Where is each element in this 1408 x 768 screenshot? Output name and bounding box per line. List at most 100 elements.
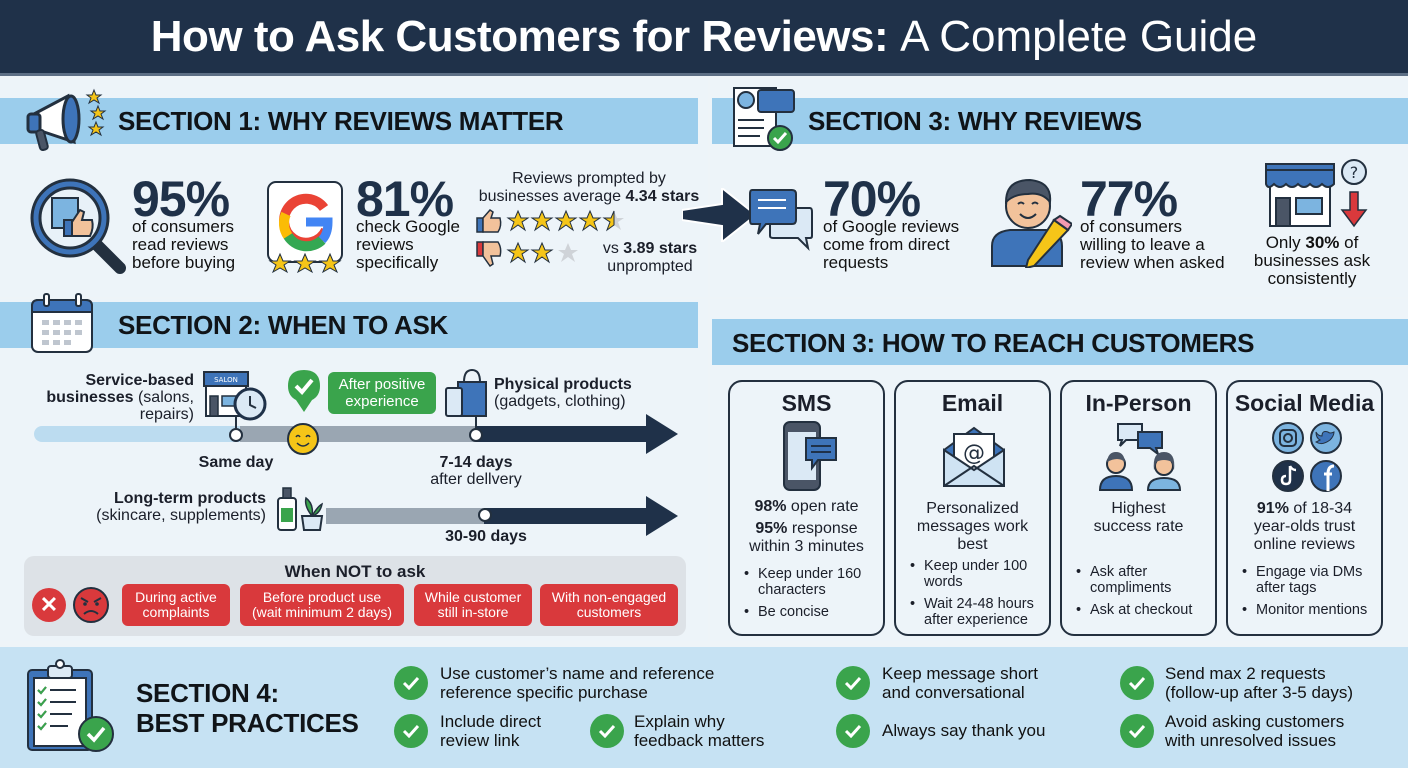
channel-card-in-person: In-Person Highest success rate Ask after…: [1060, 380, 1217, 636]
channel-card-social-media: Social Media 91% of 18-34 year-olds trus…: [1226, 380, 1383, 636]
stat-70-value: 70%: [823, 171, 921, 227]
timeline2-segment-dark: [484, 508, 652, 524]
instagram-icon: [1272, 422, 1304, 454]
phone-chat-icon: [780, 420, 840, 492]
title-bar: How to Ask Customers for Reviews: A Comp…: [0, 0, 1408, 76]
check-circle-icon: [590, 714, 624, 748]
svg-text:@: @: [963, 441, 985, 466]
check-circle-icon: [836, 666, 870, 700]
section1-band: [0, 98, 698, 144]
facebook-icon: [1310, 460, 1342, 492]
timeline1-segment-light: [34, 426, 244, 442]
days-7-14-label: 7-14 days after dellvery: [430, 454, 522, 488]
check-circle-icon: [1120, 714, 1154, 748]
channel-card-sms: SMS 98% open rate 95% response within 3 …: [728, 380, 885, 636]
person-pencil-icon: [990, 172, 1074, 270]
channel-title: In-Person: [1085, 390, 1192, 416]
section3b-band: [712, 319, 1408, 365]
check-pin-icon: [286, 368, 322, 414]
unprompted-caption: vs 3.89 stars unprompted: [602, 240, 698, 275]
tick-7-14: [475, 410, 477, 430]
best-practice-item: Send max 2 requests(follow-up after 3-5 …: [1165, 664, 1354, 702]
bottle-plant-icon: [274, 484, 326, 532]
longterm-label: Long-term products (skincare, supplement…: [96, 490, 266, 524]
angry-face-icon: [72, 586, 110, 624]
storefront-question-down-icon: ?: [1264, 158, 1374, 230]
tick-same-day: [235, 410, 237, 430]
channel-title: SMS: [781, 390, 832, 416]
x-circle-icon: ✕: [32, 588, 66, 622]
clipboard-checklist-icon: [24, 658, 116, 754]
shopping-bag-phone-icon: [444, 368, 490, 418]
social-icons-grid: [1270, 422, 1344, 494]
same-day-label: Same day: [198, 454, 274, 471]
section4-panel: [0, 647, 1408, 768]
smiley-icon: [286, 422, 320, 456]
days-30-90-label: 30-90 days: [445, 528, 527, 545]
envelope-at-icon: @: [942, 426, 1006, 488]
title-bold: How to Ask Customers for Reviews:: [150, 11, 889, 61]
channel-title: Email: [941, 390, 1004, 416]
calendar-icon: [30, 292, 96, 354]
section3a-band: [712, 98, 1408, 144]
check-circle-icon: [394, 666, 428, 700]
timeline1-segment-grey: [240, 426, 480, 442]
google-logo-icon: [266, 180, 352, 276]
stat-81-value: 81%: [356, 171, 454, 227]
section2-band: [0, 302, 698, 348]
channel-title: Social Media: [1234, 390, 1375, 416]
channel-card-email: Email @ Personalized messages work best …: [894, 380, 1051, 636]
salon-clock-icon: SALON: [202, 370, 268, 422]
tiktok-icon: [1272, 460, 1304, 492]
timeline2-segment-grey: [326, 508, 486, 524]
timeline1-segment-dark: [476, 426, 652, 442]
marker-same-day: [229, 428, 243, 442]
profile-document-check-icon: [732, 86, 796, 154]
prompted-stars-row: [476, 208, 636, 236]
marker-30-90: [478, 508, 492, 522]
check-circle-icon: [1120, 666, 1154, 700]
when-not-title: When NOT to ask: [284, 562, 426, 581]
best-practice-item: Always say thank you: [882, 721, 1046, 740]
section4-heading: SECTION 4:BEST PRACTICES: [136, 678, 359, 738]
twitter-icon: [1310, 422, 1342, 454]
arrow-right-icon: [681, 185, 758, 245]
service-label: Service-based businesses (salons, repair…: [46, 372, 194, 423]
when-not-pill: Before product use(wait minimum 2 days): [240, 584, 404, 626]
title-normal: A Complete Guide: [900, 11, 1258, 61]
stat-95-value: 95%: [132, 171, 230, 227]
unprompted-stars-row: [476, 240, 586, 268]
section2-heading: SECTION 2: WHEN TO ASK: [118, 310, 448, 340]
two-people-chat-icon: [1096, 422, 1186, 492]
svg-text:?: ?: [1350, 163, 1359, 182]
rating-caption: Reviews prompted by businesses average 4…: [478, 170, 700, 205]
stat-77-value: 77%: [1080, 171, 1178, 227]
megaphone-icon: [24, 86, 108, 156]
svg-text:SALON: SALON: [214, 376, 238, 384]
section3a-heading: SECTION 3: WHY REVIEWS: [808, 106, 1142, 136]
chat-bubbles-icon: [748, 186, 814, 252]
section1-heading: SECTION 1: WHY REVIEWS MATTER: [118, 106, 564, 136]
physical-label: Physical products (gadgets, clothing): [494, 376, 632, 410]
section3b-heading: SECTION 3: HOW TO REACH CUSTOMERS: [732, 328, 1255, 358]
marker-7-14: [469, 428, 483, 442]
timeline1-arrowhead: [646, 414, 678, 454]
magnifier-thumbs-up-icon: [28, 176, 128, 276]
